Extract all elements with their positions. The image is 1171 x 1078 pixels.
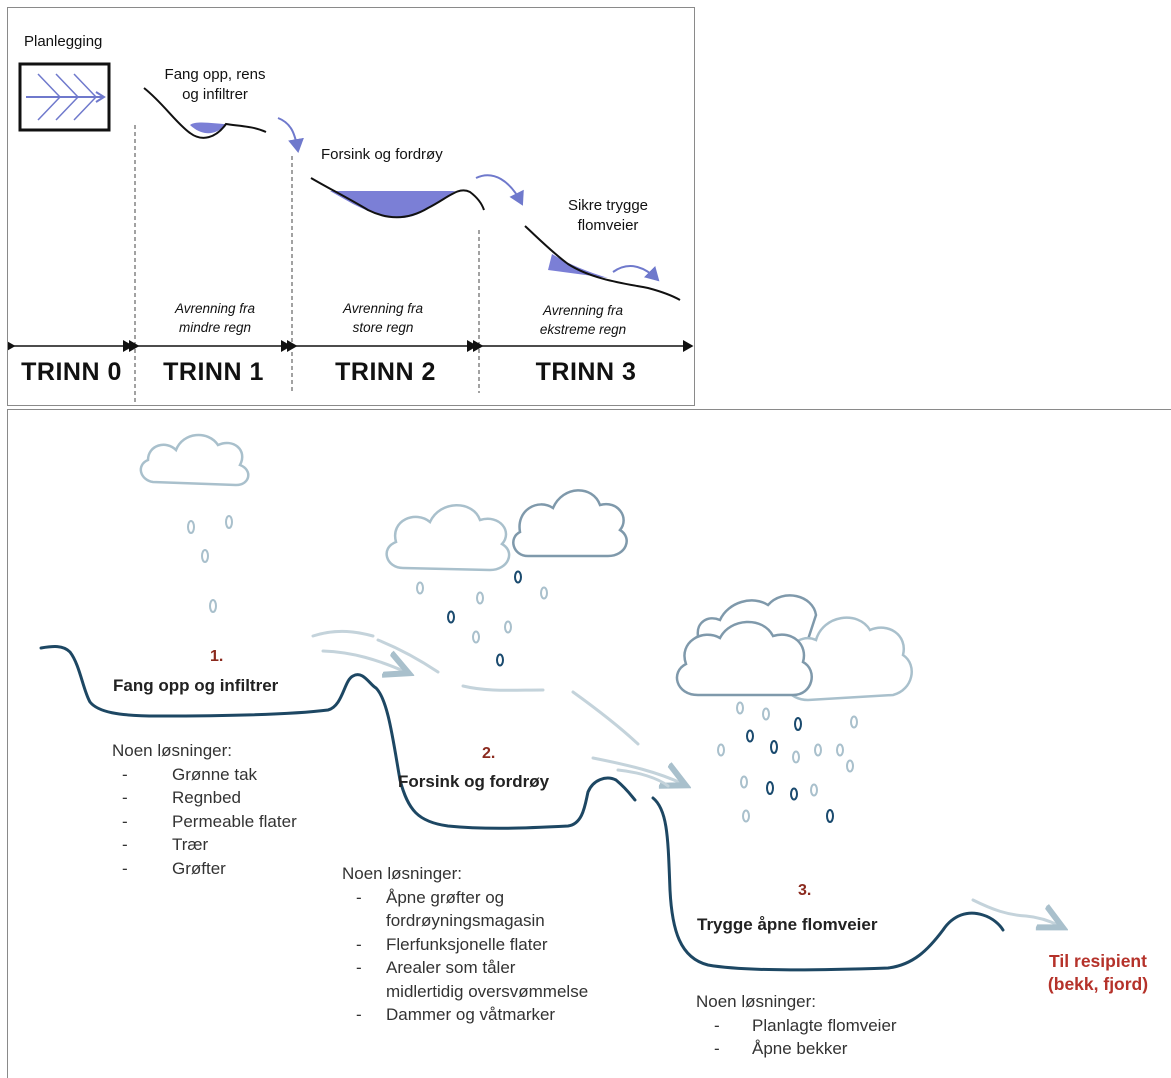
- step1-number: 1.: [210, 648, 224, 665]
- stages-graphics: [8, 62, 694, 405]
- planning-icon: [18, 62, 111, 132]
- stage-label-3: TRINN 3: [535, 358, 637, 386]
- list-item: midlertidig oversvømmelse: [386, 981, 589, 1001]
- step3-number: 3.: [798, 882, 812, 899]
- list-item: -Permeable flater: [122, 811, 297, 831]
- storm-cloud: [675, 594, 913, 702]
- solutions-list: -Grønne tak -Regnbed -Permeable flater -…: [122, 763, 342, 881]
- step3-title: Trygge åpne flomveier: [697, 915, 878, 934]
- step1-terrain: [143, 87, 267, 139]
- solutions-diagram: 1. Fang opp og infiltrer Noen løsninger:…: [7, 409, 1171, 1078]
- list-item: fordrøyningsmagasin: [386, 911, 545, 930]
- stage-label-2: TRINN 2: [335, 358, 436, 386]
- step2-terrain: [310, 177, 485, 219]
- list-item: -Grøfter: [122, 858, 226, 878]
- solutions-graphics: [39, 433, 1171, 972]
- flow-arrow: [277, 117, 304, 153]
- list-item: -Trær: [122, 835, 209, 854]
- raindrops: [187, 515, 233, 613]
- recipient-label: Til resipient(bekk, fjord): [1047, 951, 1149, 994]
- runoff-streaks: [311, 629, 1060, 926]
- raindrops: [416, 570, 548, 667]
- list-item: -Åpne bekker: [714, 1039, 848, 1058]
- flow-arrow: [475, 174, 524, 206]
- stage-label-1: TRINN 1: [163, 358, 264, 386]
- step3-solutions: Noen løsninger: -Planlagte flomveier -Åp…: [696, 990, 936, 1061]
- step1-solutions: Noen løsninger: -Grønne tak -Regnbed -Pe…: [112, 739, 332, 880]
- solutions-heading: Noen løsninger:: [696, 992, 817, 1011]
- terrain-profile: [39, 645, 1005, 972]
- solutions-list: -Åpne grøfter og fordrøyningsmagasin -Fl…: [356, 886, 676, 1027]
- step1-title: Fang opp og infiltrer: [113, 676, 279, 695]
- step2-number: 2.: [482, 745, 496, 762]
- planning-label: Planlegging: [24, 33, 103, 50]
- list-item: -Planlagte flomveier: [714, 1015, 897, 1035]
- solutions-list: -Planlagte flomveier -Åpne bekker: [714, 1014, 954, 1061]
- raindrops: [717, 701, 858, 823]
- step2-caption: Forsink og fordrøy: [321, 146, 443, 163]
- list-item: -Dammer og våtmarker: [356, 1005, 556, 1024]
- solutions-heading: Noen løsninger:: [112, 741, 233, 760]
- flow-arrow: [612, 265, 660, 282]
- list-item: -Åpne grøfter og: [356, 887, 505, 907]
- list-item: -Grønne tak: [122, 764, 258, 784]
- list-item: -Regnbed: [122, 788, 242, 807]
- list-item: -Flerfunksjonelle flater: [356, 934, 548, 954]
- step3-terrain: [524, 225, 681, 301]
- stage-label-0: TRINN 0: [21, 358, 122, 386]
- rain-cloud-medium: [385, 489, 628, 572]
- rain-cloud-small: [139, 433, 250, 487]
- step2-title: Forsink og fordrøy: [398, 772, 550, 791]
- step2-solutions: Noen løsninger: -Åpne grøfter og fordrøy…: [342, 862, 662, 1027]
- solutions-heading: Noen løsninger:: [342, 864, 463, 883]
- list-item: -Arealer som tåler: [356, 958, 516, 977]
